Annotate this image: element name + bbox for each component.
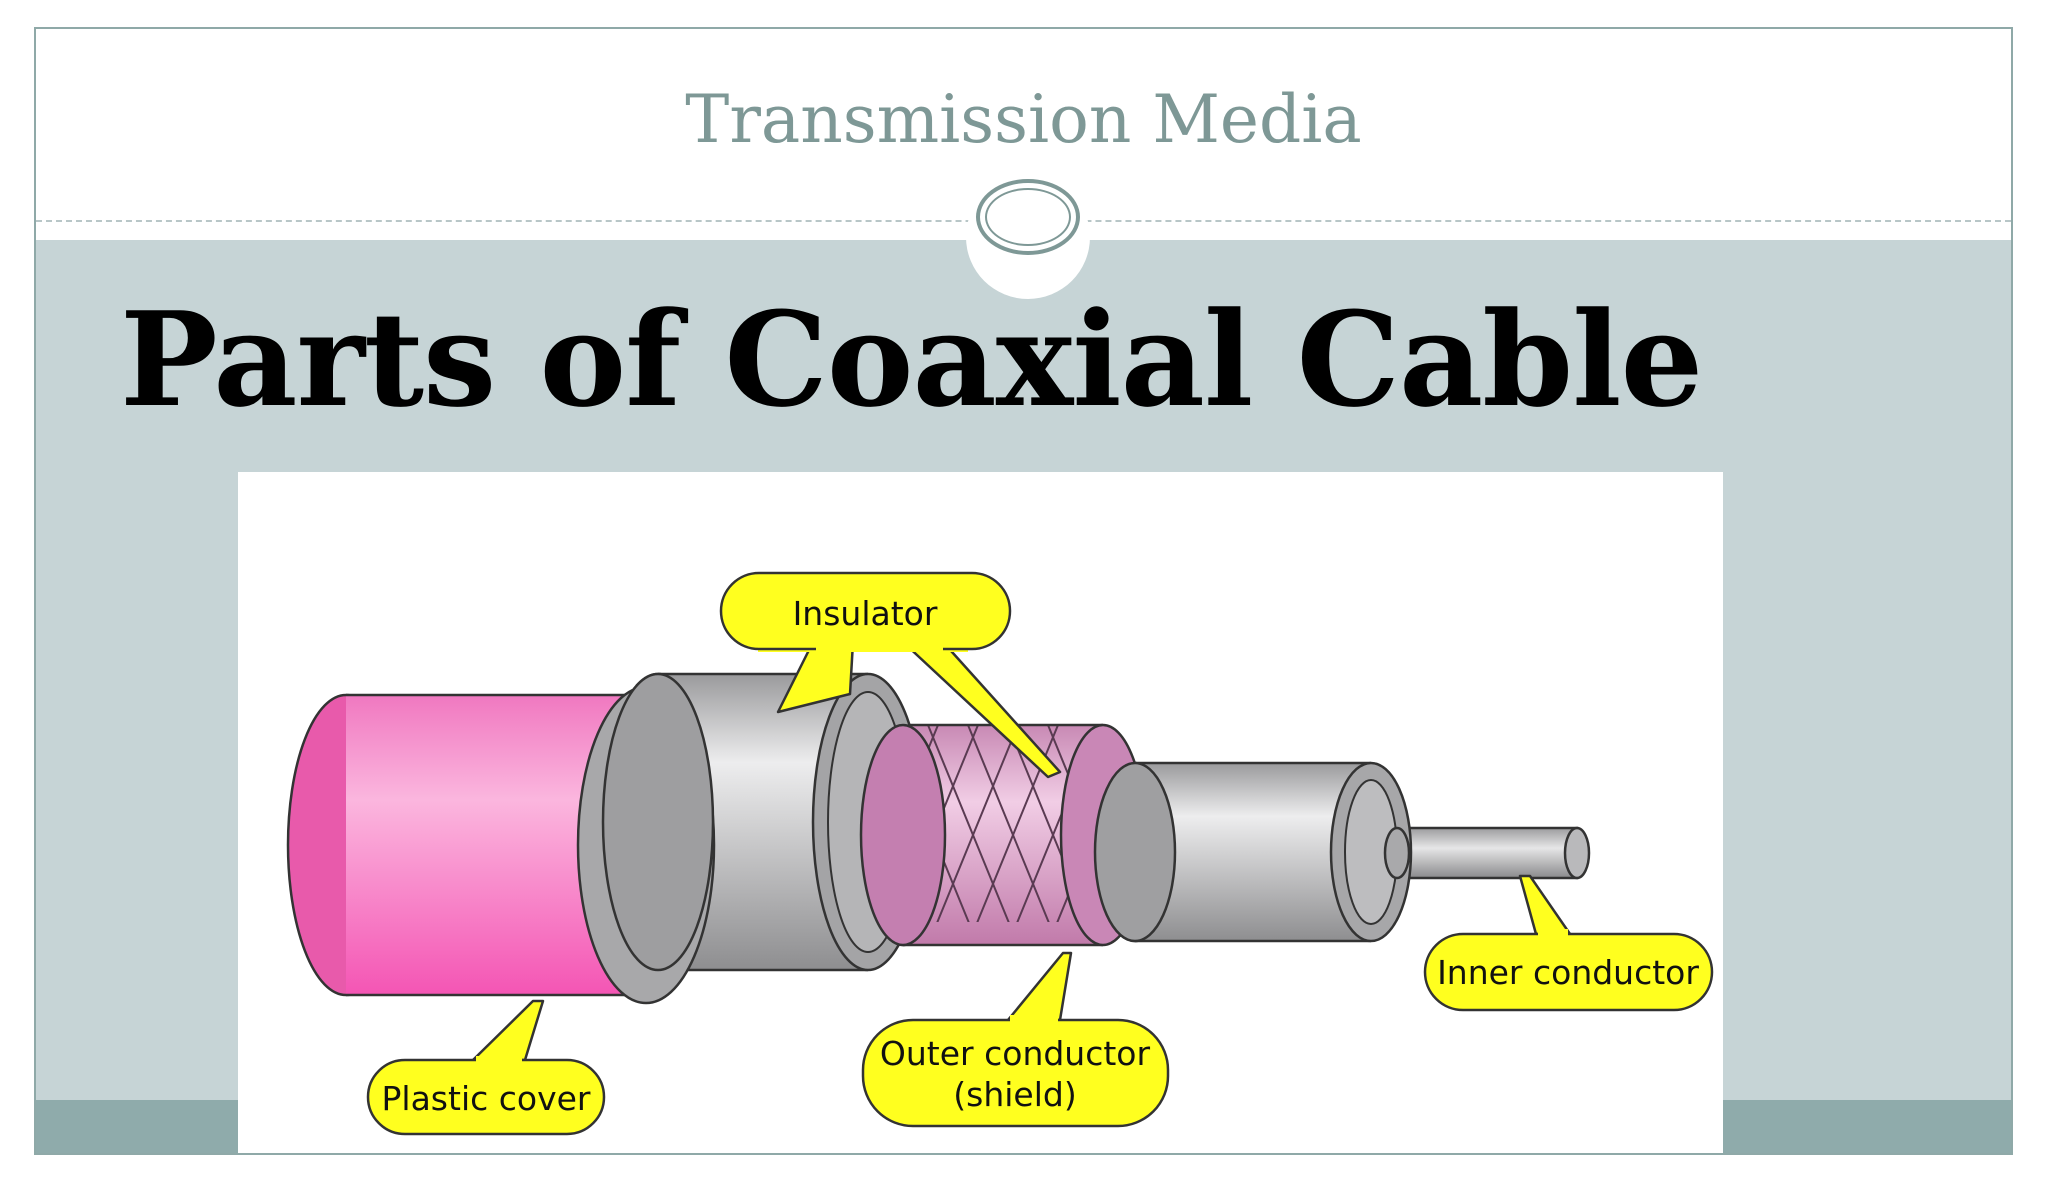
slide-title: Parts of Coaxial Cable [120, 283, 1703, 436]
inner-conductor-label: Inner conductor [1437, 953, 1699, 992]
inner-conductor-callout: Inner conductor [1423, 874, 1714, 1012]
plastic-cover-label: Plastic cover [382, 1079, 591, 1118]
coaxial-cable-figure: Insulator Plastic cover Outer conductor … [238, 472, 1723, 1153]
insulator-callout: Insulator [719, 571, 1062, 779]
oval-ornament-icon [976, 179, 1080, 255]
outer-conductor-callout: Outer conductor (shield) [861, 951, 1170, 1128]
insulator-label: Insulator [793, 594, 938, 633]
inner-conductor [1383, 826, 1591, 880]
slide: Transmission Media Parts of Coaxial Cabl… [34, 27, 2013, 1155]
slide-subtitle: Transmission Media [685, 81, 1362, 158]
outer-conductor-label: Outer conductor [880, 1034, 1151, 1073]
plastic-cover-callout: Plastic cover [366, 999, 606, 1136]
plastic-cover [286, 672, 716, 1005]
coaxial-cable-diagram: Insulator Plastic cover Outer conductor … [286, 571, 1714, 1136]
outer-conductor-sublabel: (shield) [953, 1075, 1076, 1114]
